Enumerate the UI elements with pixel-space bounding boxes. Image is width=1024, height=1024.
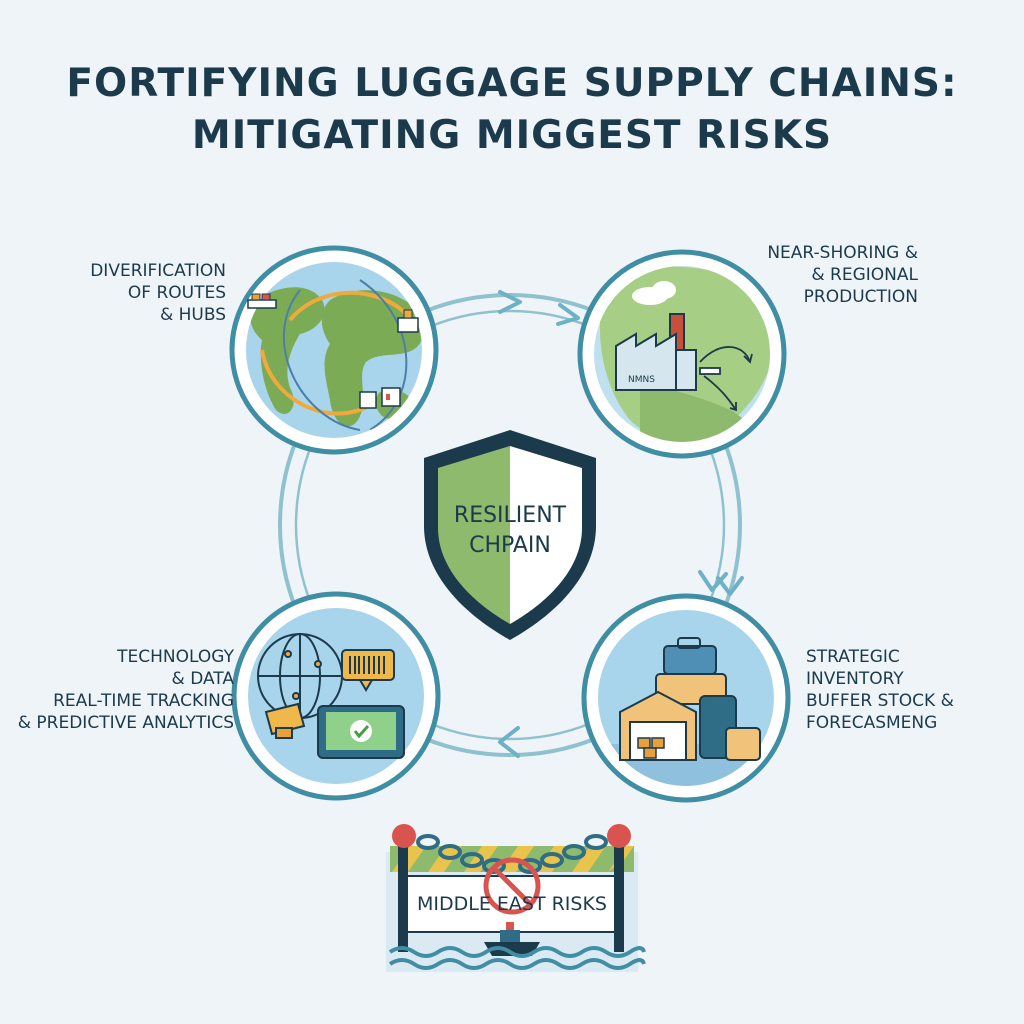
label-inventory-line-3: BUFFER STOCK & [806,691,954,711]
label-inventory-line-1: STRATEGIC [806,647,900,667]
shield-line-2: CHPAIN [469,533,551,558]
cargo-ship-icon [484,922,540,956]
label-technology-line-2: & DATA [171,669,234,689]
label-routes-line-3: & HUBS [159,305,226,325]
warehouse-icon [397,309,419,333]
prohibited-icon [483,857,541,915]
risk-barrier: MIDDLE EAST RISKS [386,824,646,972]
check-icon [353,724,370,739]
label-inventory: STRATEGIC INVENTORY BUFFER STOCK & FOREC… [806,646,954,734]
arrow-top-2 [556,303,580,326]
resilient-shield: RESILIENT CHPAIN [424,430,596,640]
arrow-bottom [498,726,520,758]
node-inventory [581,593,791,803]
shield-line-1: RESILIENT [454,503,567,528]
node-nearshoring: NMNS [577,249,787,459]
label-nearshoring-line-2: & REGIONAL [811,265,918,285]
node-routes [229,245,439,455]
suitcase-stack-icon [655,637,761,761]
label-nearshoring: NEAR-SHORING & & REGIONAL PRODUCTION [767,242,918,308]
label-technology-line-4: & PREDICTIVE ANALYTICS [17,713,234,733]
arrow-top-1 [498,290,522,314]
tablet-icon [317,705,405,759]
factory-sign-text: NMNS [628,375,655,385]
label-routes: DIVERIFICATION OF ROUTES & HUBS [90,260,226,326]
ship-icon [247,293,277,309]
arrow-right-2 [716,576,744,596]
label-technology: TECHNOLOGY & DATA REAL-TIME TRACKING & P… [18,646,234,734]
route-arrows-icon [699,346,753,412]
water-waves [388,946,646,970]
scanner-icon [264,702,306,739]
label-technology-line-3: REAL-TIME TRACKING [53,691,234,711]
title-line-2: MITIGATING MIGGEST RISKS [191,113,833,158]
label-routes-line-2: OF ROUTES [127,283,226,303]
cloud-icon [632,281,676,305]
node-technology [231,591,441,801]
label-nearshoring-line-1: NEAR-SHORING & [767,243,918,263]
page-title: FORTIFYING LUGGAGE SUPPLY CHAINS: MITIGA… [0,58,1024,162]
risk-label: MIDDLE EAST RISKS [417,893,607,915]
title-line-1: FORTIFYING LUGGAGE SUPPLY CHAINS: [66,61,958,106]
post-cap-right [607,824,631,848]
chain-icon [416,834,608,874]
port-icon [359,387,401,409]
label-routes-line-1: DIVERIFICATION [90,261,226,281]
barcode-icon [341,649,395,692]
label-inventory-line-4: FORECASMENG [806,713,938,733]
post-cap-left [392,824,416,848]
warehouse-icon [619,690,697,761]
factory-icon: NMNS [615,313,697,391]
label-inventory-line-2: INVENTORY [806,669,904,689]
label-technology-line-1: TECHNOLOGY [117,647,234,667]
label-nearshoring-line-3: PRODUCTION [803,287,918,307]
cycle-arrows [498,290,744,758]
